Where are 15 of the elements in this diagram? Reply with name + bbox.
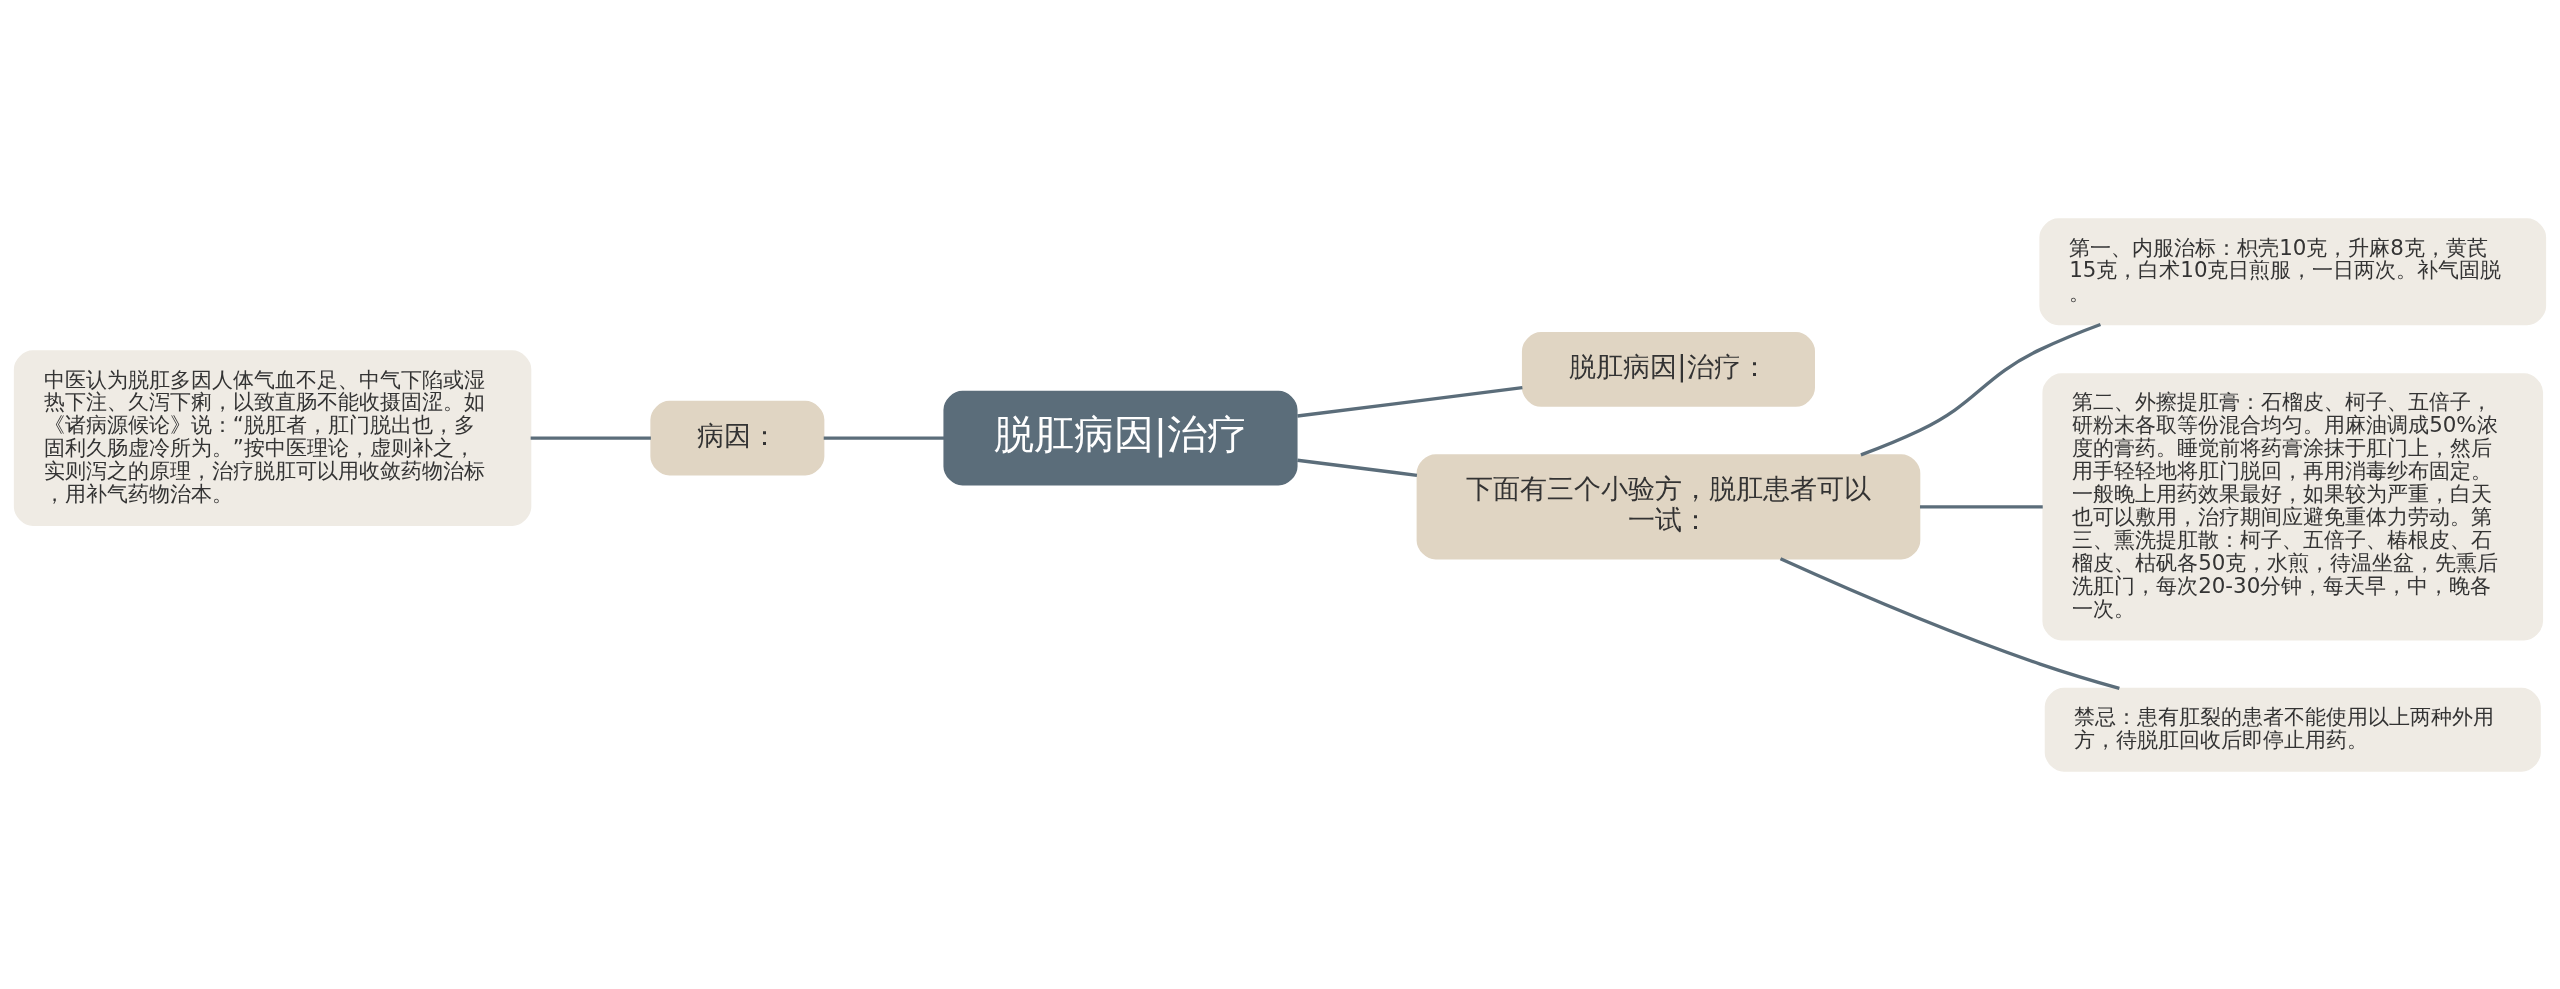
connector <box>1297 458 1418 477</box>
node-box: 中医认为脱肛多因人体气血不足、中气下陷或湿热下注、久泻下痢，以致直肠不能收摄固涩。如《诸病源候论》说：“脱肛者，肛门脱出也，多固利久肠虚冷所为。”按中医理论，虚则补之，实则泻之的原理，治疗脱肛可以用收敛药物治标，用补气药物治本。 <box>13 349 532 526</box>
connector <box>823 435 945 440</box>
node-box: 病因： <box>650 400 825 476</box>
node-box: 禁忌：患有肛裂的患者不能使用以上两种外用方，待脱肛回收后即停止用药。 <box>2044 687 2541 772</box>
connector <box>1920 504 2043 508</box>
node-box: 脱肛病因|治疗 <box>943 390 1298 485</box>
connector <box>1297 385 1523 418</box>
connector <box>1779 556 2120 690</box>
node-box: 下面有三个小验方，脱肛患者可以一试： <box>1416 453 1921 559</box>
connector <box>1860 322 2102 456</box>
node-box: 脱肛病因|治疗： <box>1521 331 1815 407</box>
node-box: 第一、内服治标：枳壳10克，升麻8克，黄芪15克，白术10克日煎服，一日两次。补气固脱。 <box>2039 217 2547 325</box>
connector <box>530 435 651 440</box>
node-box: 第二、外擦提肛膏：石榴皮、柯子、五倍子，研粉末各取等份混合均匀。用麻油调成50%浓度的膏药。睡觉前将药膏涂抹于肛门上，然后用手轻轻地将肛门脱回，再用消毒纱布固定。一般晚上用药效果最好，如果较为严重，白天也可以敷用，治疗期间应避免重体力劳动。第三、熏洗提肛散：柯子、五倍子、椿根皮、石榴皮、枯矾各50克，水煎，待温坐盆，先熏后洗肛门，每次20-30分钟，每天早，中，晚各一次。 <box>2042 372 2544 640</box>
